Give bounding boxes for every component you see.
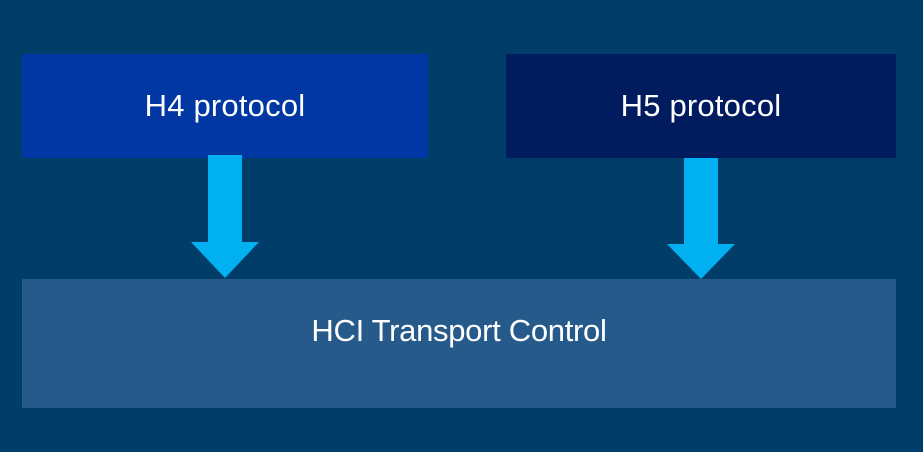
down-arrow-icon (667, 158, 735, 279)
hci-transport-control-box: HCI Transport Control (22, 279, 896, 408)
hci-transport-control-label: HCI Transport Control (311, 312, 607, 348)
h4-protocol-box: H4 protocol (22, 54, 428, 158)
h5-protocol-box: H5 protocol (506, 54, 896, 158)
h4-protocol-label: H4 protocol (144, 88, 306, 123)
h5-protocol-label: H5 protocol (620, 88, 782, 123)
down-arrow-icon (191, 155, 259, 278)
